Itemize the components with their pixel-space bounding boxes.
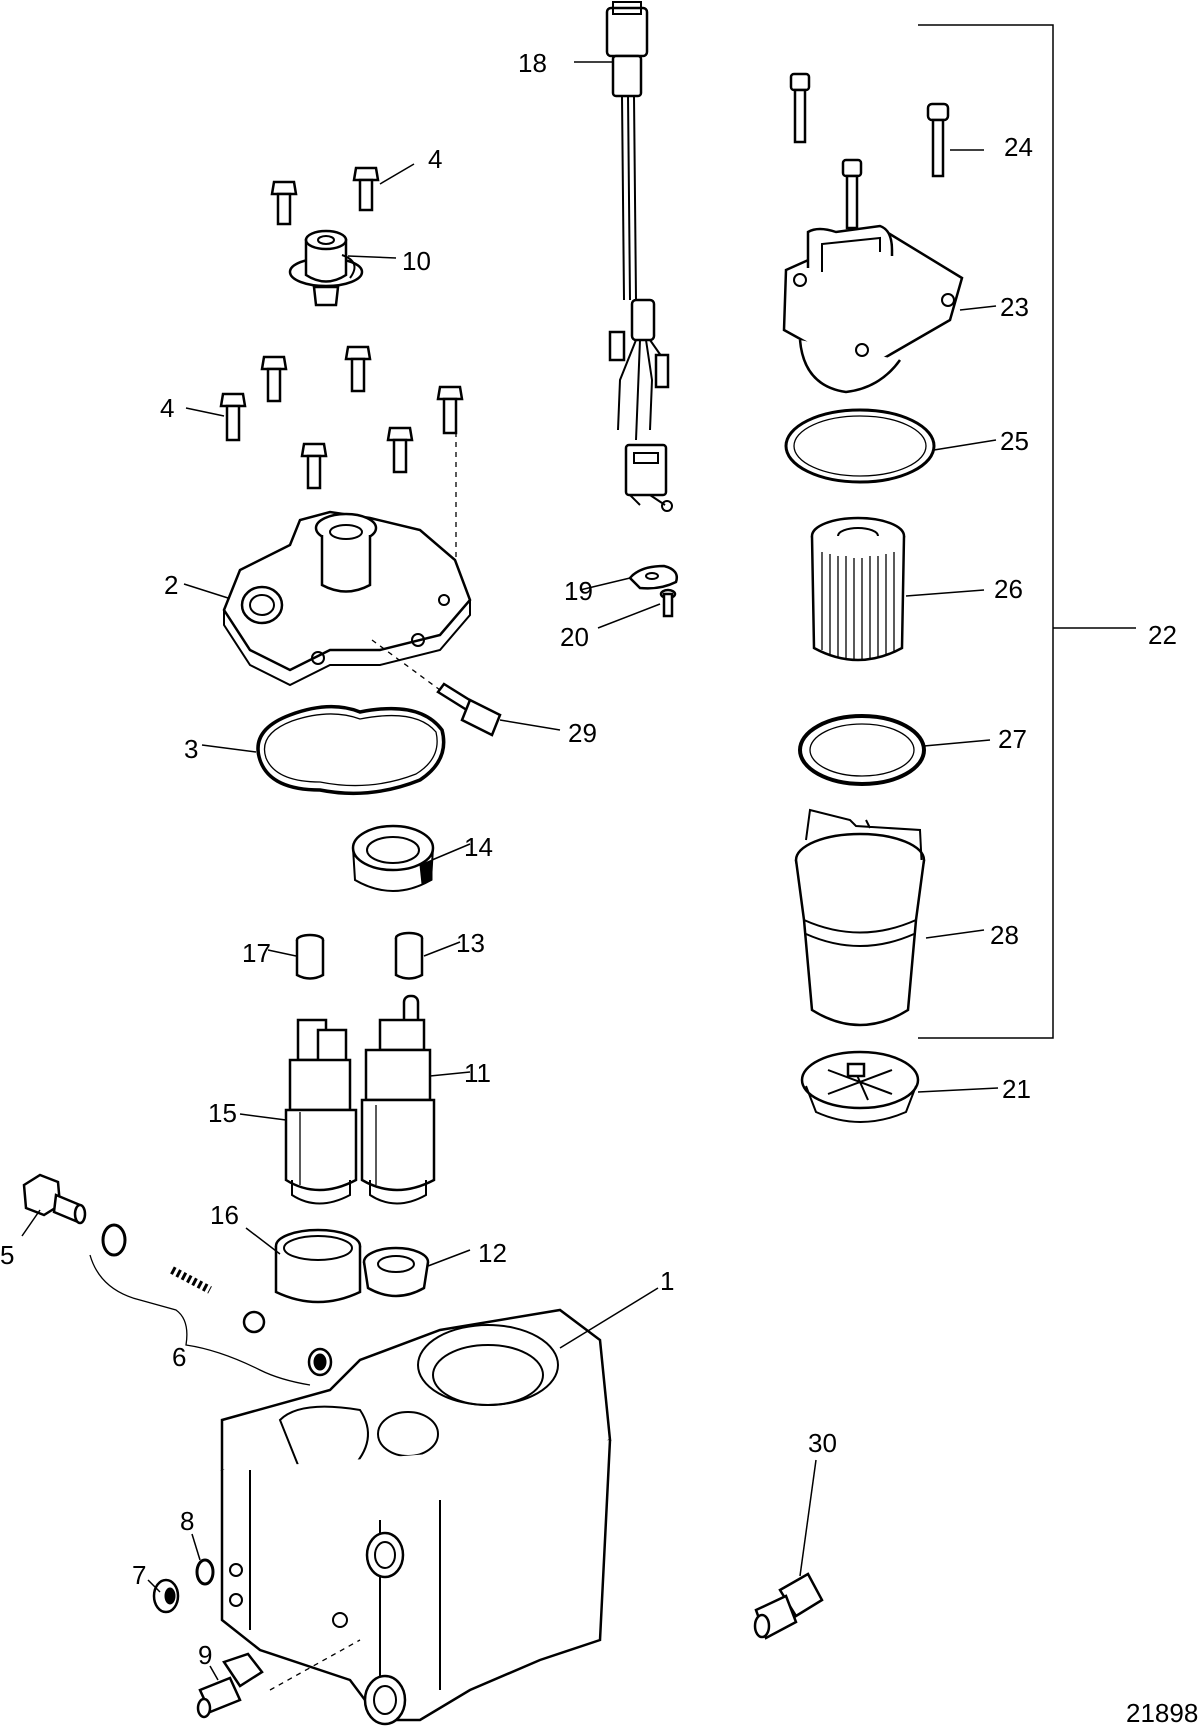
part-filter-cap bbox=[800, 1050, 920, 1123]
part-oring-25 bbox=[784, 408, 936, 484]
part-sleeve bbox=[274, 1228, 362, 1304]
callout-15: 15 bbox=[208, 1098, 237, 1128]
callout-labels: 1 2 3 4 4 5 6 7 8 9 10 11 12 13 14 15 16… bbox=[0, 48, 1198, 1728]
part-fitting-5 bbox=[22, 1173, 87, 1225]
part-sensor-pin bbox=[436, 682, 502, 737]
bolt bbox=[352, 166, 380, 212]
part-cover bbox=[222, 510, 472, 691]
diagram-id: 21898 bbox=[1126, 1698, 1198, 1728]
callout-10: 10 bbox=[402, 246, 431, 276]
bolt bbox=[436, 385, 464, 435]
callout-14: 14 bbox=[464, 832, 493, 862]
bolt bbox=[270, 180, 298, 226]
part-fitting-9 bbox=[196, 1652, 264, 1719]
bolt bbox=[219, 392, 247, 442]
callout-21: 21 bbox=[1002, 1074, 1031, 1104]
callout-6: 6 bbox=[172, 1342, 186, 1372]
part-bolts-cover bbox=[219, 345, 464, 560]
callout-27: 27 bbox=[998, 724, 1027, 754]
bolt bbox=[260, 355, 288, 403]
part-pressure-regulator bbox=[288, 229, 364, 307]
callout-29: 29 bbox=[568, 718, 597, 748]
part-clip-19 bbox=[628, 564, 678, 590]
part-check-valve-kit bbox=[89, 1223, 333, 1386]
part-fuel-pump-a bbox=[284, 1018, 358, 1205]
parts-artwork bbox=[22, 1, 1136, 1726]
part-screw-20 bbox=[659, 588, 677, 618]
part-pump-cap bbox=[351, 824, 435, 892]
bolt bbox=[344, 345, 372, 393]
callout-12: 12 bbox=[478, 1238, 507, 1268]
part-grommet bbox=[362, 1246, 430, 1298]
part-fitting-30 bbox=[753, 1572, 824, 1640]
callout-30: 30 bbox=[808, 1428, 837, 1458]
callout-17: 17 bbox=[242, 938, 271, 968]
callout-28: 28 bbox=[990, 920, 1019, 950]
callout-26: 26 bbox=[994, 574, 1023, 604]
callout-1: 1 bbox=[660, 1266, 674, 1296]
part-plug-7 bbox=[152, 1578, 180, 1614]
callout-16: 16 bbox=[210, 1200, 239, 1230]
leader-lines bbox=[21, 61, 999, 1681]
callout-22: 22 bbox=[1148, 620, 1177, 650]
callout-2: 2 bbox=[164, 570, 178, 600]
part-gasket bbox=[256, 704, 446, 796]
callout-9: 9 bbox=[198, 1640, 212, 1670]
callout-4-upper: 4 bbox=[428, 144, 442, 174]
part-fuel-pump-b bbox=[360, 994, 436, 1205]
bracket-22 bbox=[918, 24, 1136, 1039]
callout-24: 24 bbox=[1004, 132, 1033, 162]
callout-18: 18 bbox=[518, 48, 547, 78]
part-bolts-upper bbox=[270, 166, 380, 226]
callout-25: 25 bbox=[1000, 426, 1029, 456]
part-filter-element bbox=[810, 516, 906, 662]
callout-20: 20 bbox=[560, 622, 589, 652]
part-washer-8 bbox=[195, 1558, 215, 1586]
callout-19: 19 bbox=[564, 576, 593, 606]
callout-7: 7 bbox=[132, 1560, 146, 1590]
part-filter-head bbox=[782, 224, 964, 394]
part-filter-bowl bbox=[794, 808, 926, 1027]
bolt bbox=[386, 426, 414, 474]
part-housing bbox=[220, 1308, 612, 1726]
part-screws-24 bbox=[789, 72, 950, 230]
part-seal-ring-27 bbox=[798, 714, 926, 786]
callout-4-lower: 4 bbox=[160, 393, 174, 423]
callout-5: 5 bbox=[0, 1240, 14, 1270]
callout-23: 23 bbox=[1000, 292, 1029, 322]
callout-3: 3 bbox=[184, 734, 198, 764]
callout-11: 11 bbox=[464, 1058, 491, 1088]
bolt bbox=[300, 442, 328, 490]
part-wiring-harness bbox=[605, 1, 673, 512]
callout-8: 8 bbox=[180, 1506, 194, 1536]
part-isolators bbox=[295, 931, 424, 980]
callout-13: 13 bbox=[456, 928, 485, 958]
